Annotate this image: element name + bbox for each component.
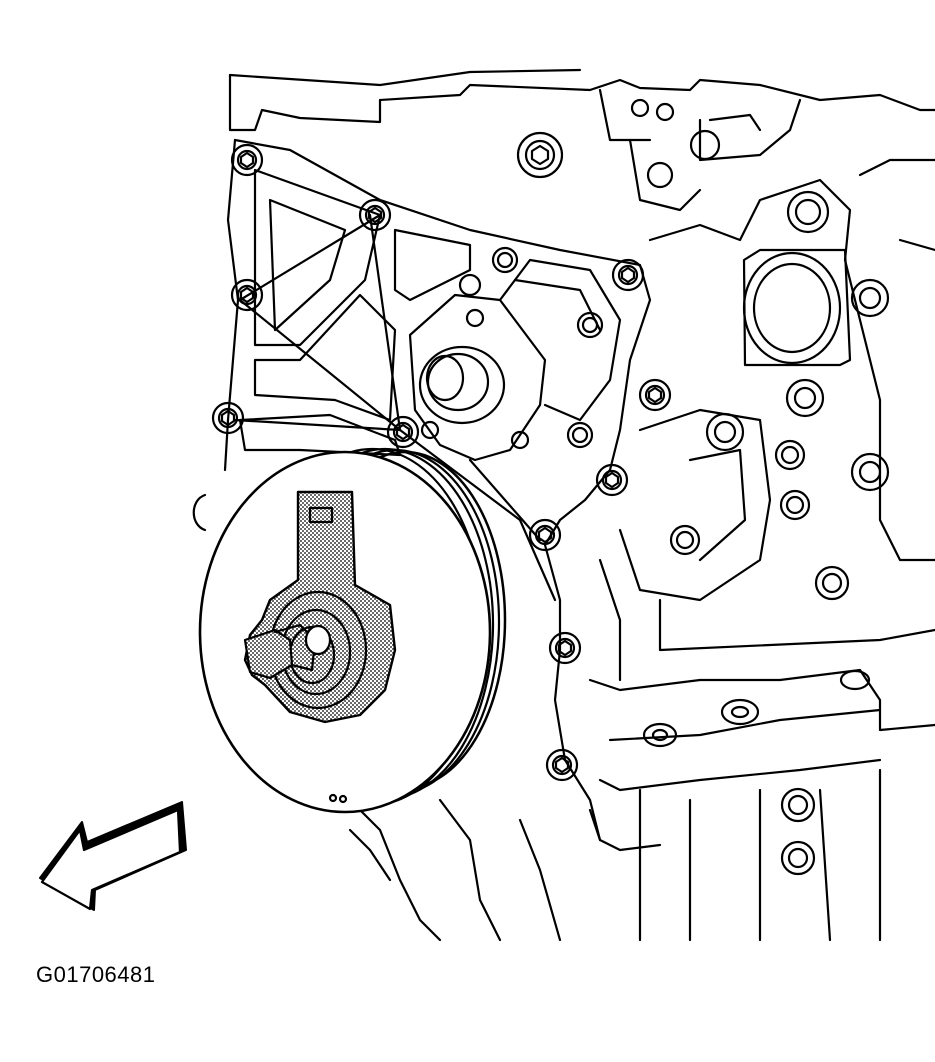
cover-bolts [211,131,672,782]
engine-block-outline [228,68,935,252]
figure-id-label: G01706481 [36,962,156,987]
balancer-holder-tool [243,490,397,724]
engine-block-right-side [598,88,935,682]
front-direction-arrow-icon [39,801,187,911]
water-pump-hub [408,258,622,462]
oil-pan [348,668,935,942]
